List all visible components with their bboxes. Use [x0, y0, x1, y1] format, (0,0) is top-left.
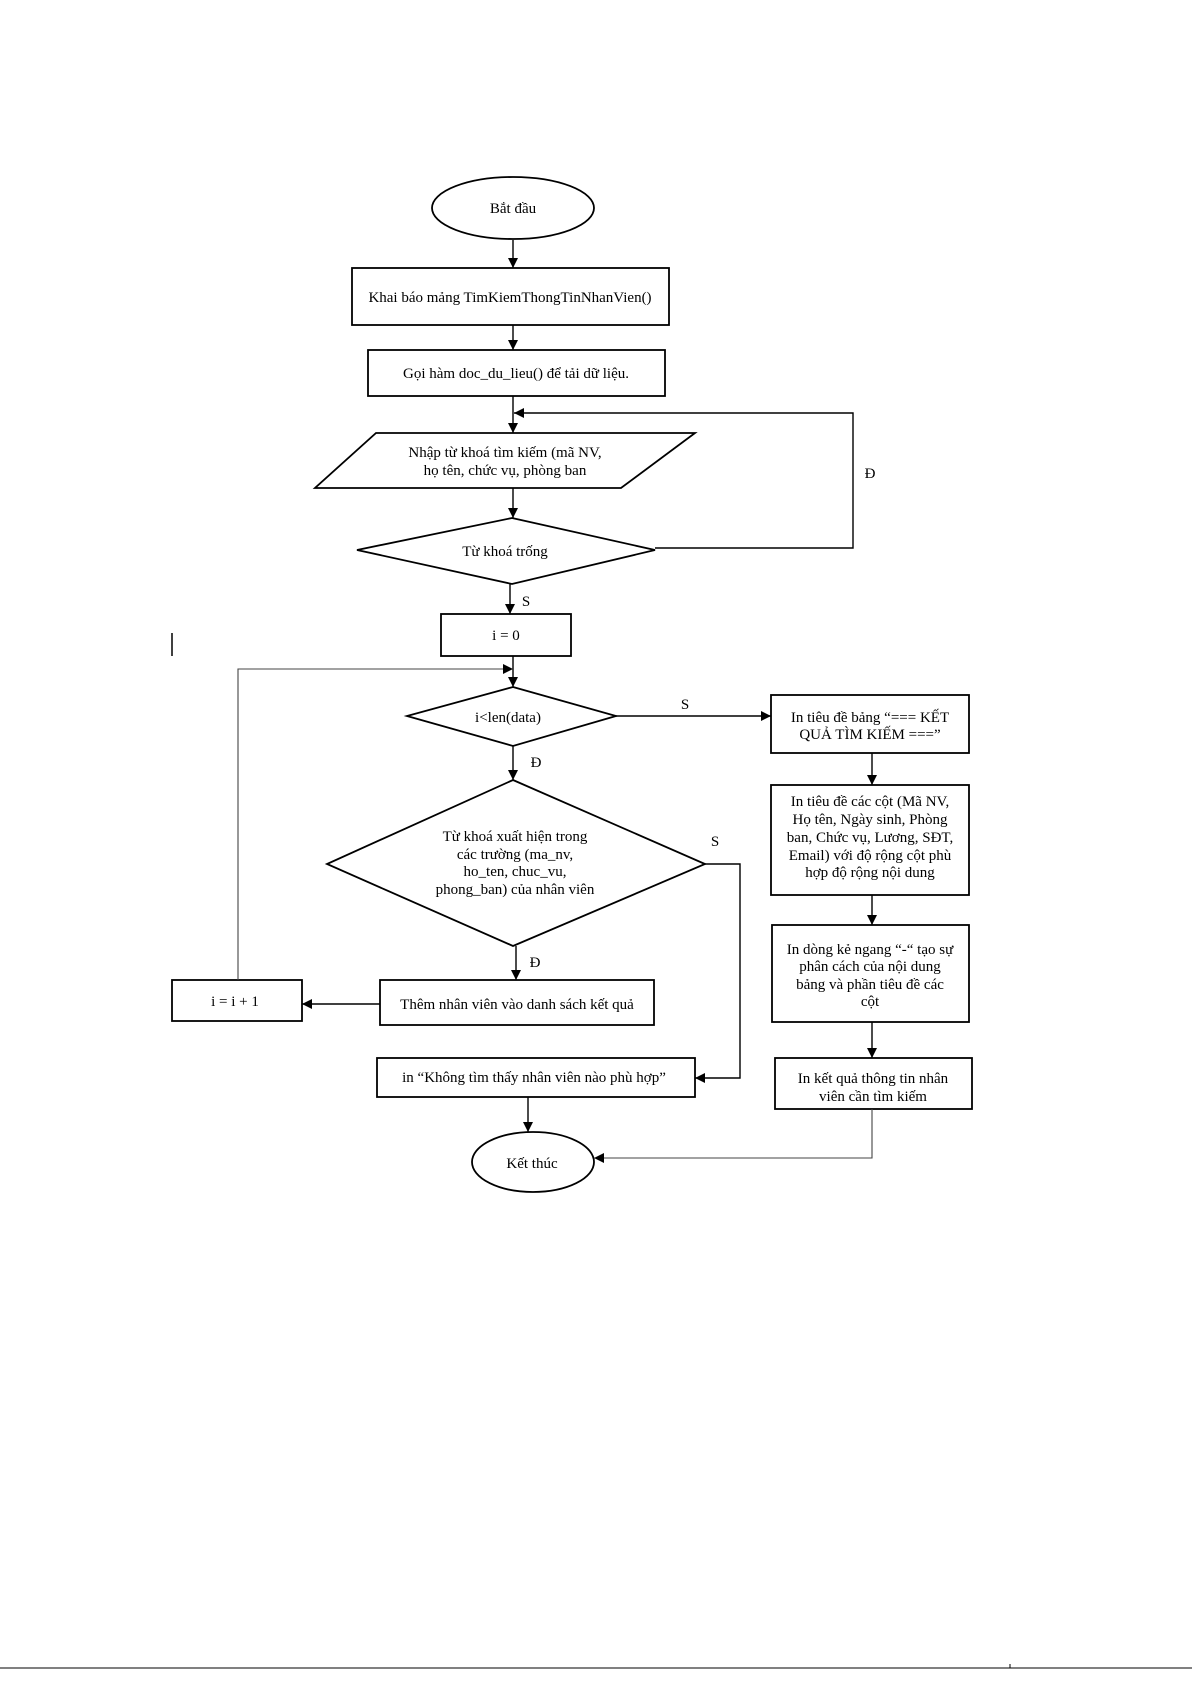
declare-label: Khai báo mảng TimKiemThongTinNhanVien() [368, 290, 651, 306]
match-true-edge-label: Đ [530, 955, 541, 971]
not-found-label: in “Không tìm thấy nhân viên nào phù hợp… [402, 1070, 666, 1086]
add-result-label: Thêm nhân viên vào danh sách kết quả [400, 997, 634, 1013]
end-label: Kết thúc [506, 1156, 558, 1172]
print-columns-label-line: Họ tên, Ngày sinh, Phòng [793, 812, 948, 828]
load-label: Gọi hàm doc_du_lieu() để tải dữ liệu. [403, 366, 629, 382]
print-columns-label-line: hợp độ rộng nội dung [805, 865, 935, 881]
print-results-label-line: In kết quả thông tin nhân [798, 1071, 949, 1087]
match-check-label-line: các trường (ma_nv, [457, 847, 573, 863]
arrow-match-false-to-not-found [695, 863, 741, 1083]
start-label: Bắt đầu [490, 201, 537, 217]
print-separator-label-line: cột [861, 994, 880, 1010]
load-data-process-box [367, 349, 666, 397]
print-separator-label-line: In dòng kẻ ngang “-“ tạo sự [787, 942, 954, 958]
print-results-box [774, 1057, 973, 1110]
increment-label: i = i + 1 [211, 994, 259, 1010]
match-check-label-line: Từ khoá xuất hiện trong [443, 829, 588, 845]
match-false-edge-label: S [711, 834, 719, 850]
empty-check-label: Từ khoá trống [462, 544, 548, 560]
print-columns-box [770, 784, 970, 896]
print-separator-box [771, 924, 970, 1023]
loop-false-edge-label: S [681, 697, 689, 713]
start-terminal [431, 176, 595, 240]
print-title-label-line: In tiêu đề bảng “=== KẾT [791, 709, 949, 726]
print-columns-label-line: In tiêu đề các cột (Mã NV, [791, 794, 949, 810]
print-columns-label-line: ban, Chức vụ, Lương, SĐT, [787, 830, 953, 846]
empty-keyword-decision [356, 517, 656, 585]
input-label-line: Nhập từ khoá tìm kiếm (mã NV, [408, 445, 601, 461]
keyword-match-decision [324, 779, 708, 947]
init-counter-label: i = 0 [492, 628, 520, 644]
arrow-increment-loop-back [237, 664, 513, 980]
print-columns-label-line: Email) với độ rộng cột phù [789, 848, 952, 864]
empty-false-edge-label: S [522, 594, 530, 610]
add-result-box [379, 979, 655, 1026]
match-check-label-line: phong_ban) của nhân viên [436, 882, 595, 898]
loop-true-edge-label: Đ [531, 755, 542, 771]
print-separator-label-line: bảng và phần tiêu đề các [796, 977, 944, 993]
init-counter-box [440, 613, 572, 657]
print-separator-label-line: phân cách của nội dung [799, 959, 941, 975]
loop-check-label: i<len(data) [475, 710, 541, 726]
keyword-input-parallelogram [312, 432, 698, 489]
print-title-box [770, 694, 970, 754]
print-title-label-line: QUẢ TÌM KIẾM ===” [799, 726, 940, 743]
input-label-line: họ tên, chức vụ, phòng ban [424, 463, 587, 479]
match-check-label-line: ho_ten, chuc_vu, [464, 864, 567, 880]
arrow-results-to-end [594, 1109, 873, 1163]
declare-process-box [351, 267, 670, 326]
arrow-empty-true-loop-back [514, 408, 854, 549]
empty-true-edge-label: Đ [865, 466, 876, 482]
print-results-label-line: viên cần tìm kiếm [819, 1089, 927, 1105]
